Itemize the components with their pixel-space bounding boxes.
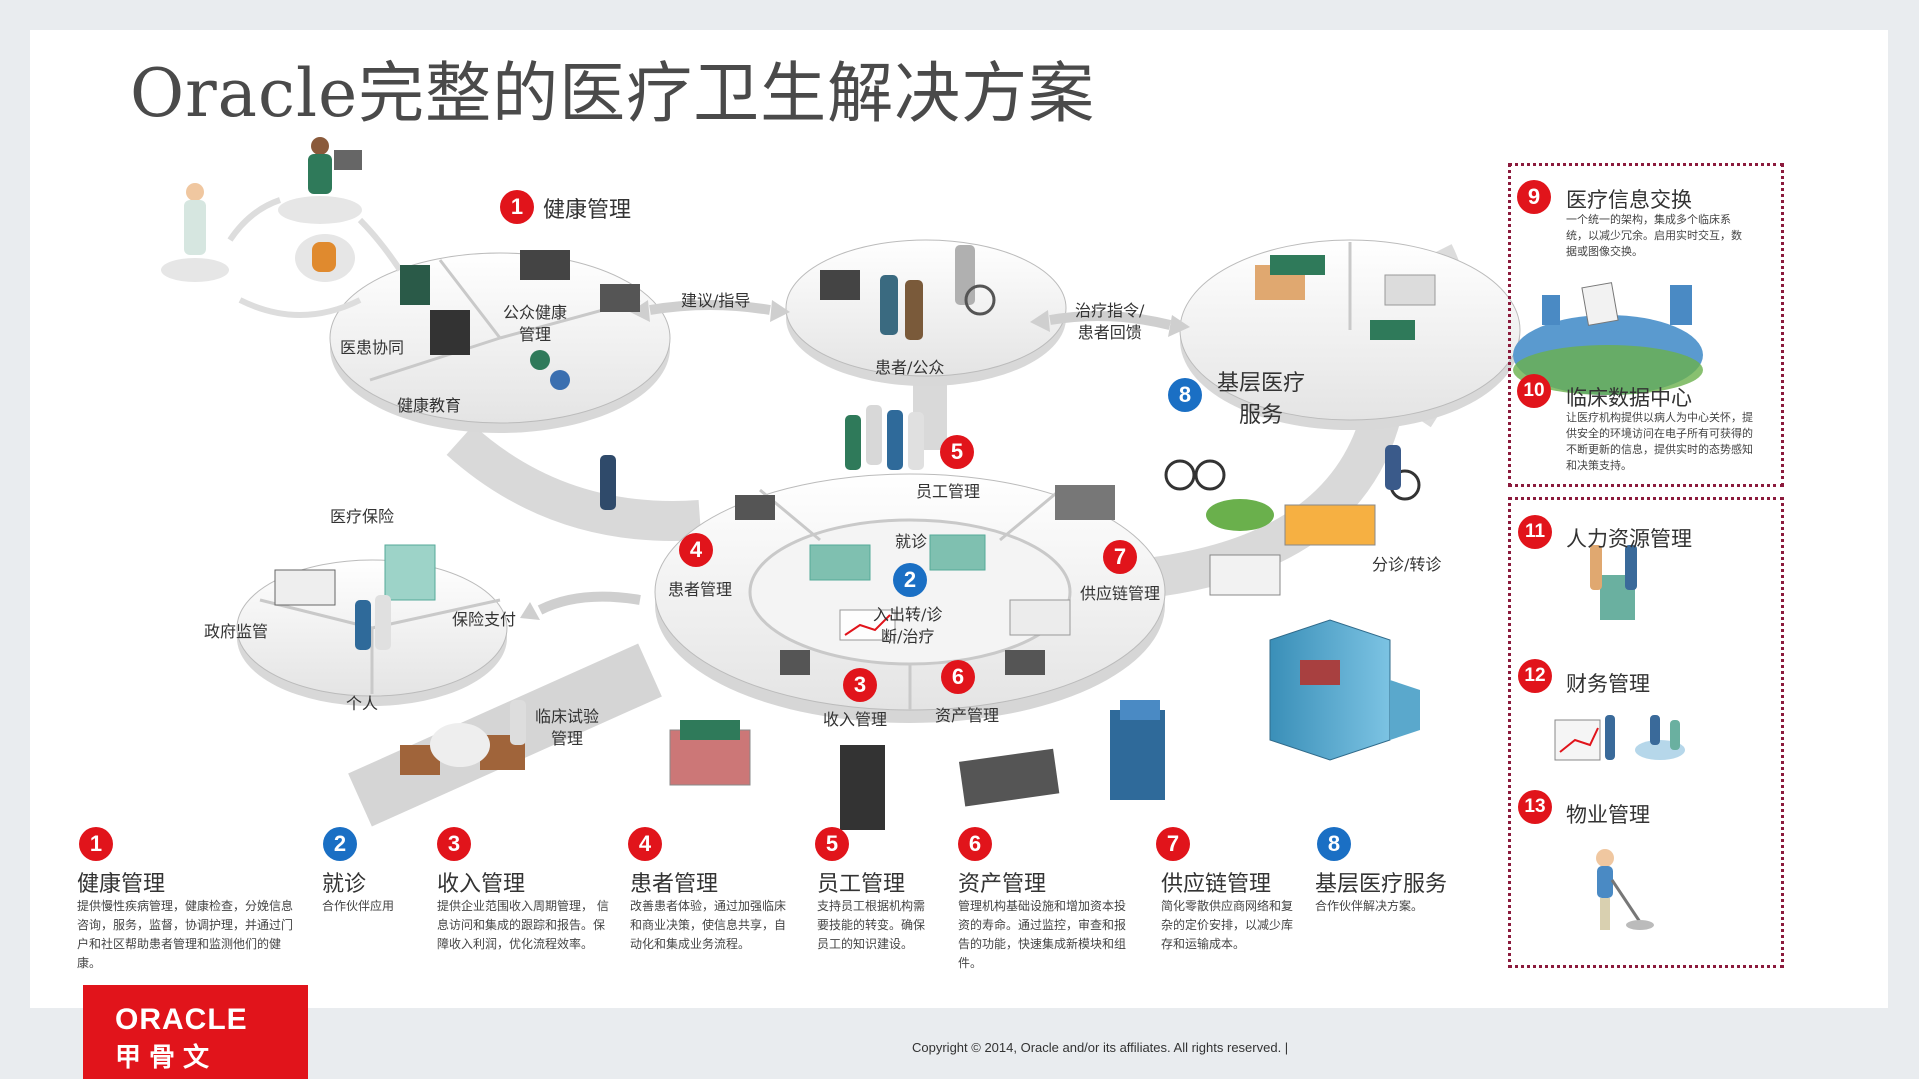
arrow-treatment — [1049, 311, 1172, 330]
bottom-title-revenue: 收入管理 — [437, 872, 526, 897]
hub-primary-title: 基层医疗 服务 — [1217, 371, 1306, 428]
primary-equipment — [1164, 255, 1436, 596]
sector-public-health: 公众健康 管理 — [503, 303, 568, 344]
side-finance-title: 财务管理 — [1566, 672, 1650, 696]
bottom-desc-primary: 合作伙伴解决方案。 — [1315, 899, 1424, 913]
bottom-badge-4: 4 — [628, 827, 662, 861]
hospital-building — [1269, 619, 1420, 761]
oracle-logo: ORACLE 甲骨文 — [83, 985, 308, 1079]
side-facility-title: 物业管理 — [1566, 803, 1650, 827]
side-hr-title: 人力资源管理 — [1566, 527, 1692, 551]
center-equipment — [735, 485, 1115, 675]
center-visit-label: 就诊 — [895, 532, 928, 551]
side-info-exchange-desc: 一个统一的架构，集成多个临床系统，以减少冗余。启用实时交互，数据或图像交换。 — [1566, 213, 1742, 258]
badge-1-health: 1 — [500, 190, 534, 224]
bottom-title-patient: 患者管理 — [630, 872, 719, 897]
center-admission-label: 入出转/诊 断/治疗 — [873, 605, 943, 646]
side-panel-top — [1508, 163, 1784, 487]
side-clinical-data-title: 临床数据中心 — [1566, 386, 1692, 410]
bottom-desc-supply: 简化零散供应商网络和复杂的定价安排，以减少库存和运输成本。 — [1161, 899, 1294, 951]
bottom-badge-1: 1 — [79, 827, 113, 861]
bottom-badge-2: 2 — [323, 827, 357, 861]
bottom-desc-health: 提供慢性疾病管理，健康检查，分娩信息咨询，服务，监督，协调护理，并通过门户和社区… — [77, 899, 294, 970]
insurance-equipment — [274, 544, 436, 650]
side-info-exchange-title: 医疗信息交换 — [1566, 188, 1692, 212]
arrow-advice-label: 建议/指导 — [681, 291, 751, 310]
bottom-title-asset: 资产管理 — [958, 872, 1047, 897]
center-staff-label: 员工管理 — [916, 482, 981, 501]
arrow-insurance — [537, 591, 641, 615]
arrow-referral-label: 分诊/转诊 — [1372, 555, 1442, 574]
badge-7-supply: 7 — [1103, 540, 1137, 574]
sector-government: 政府监管 — [204, 622, 269, 641]
badge-10: 10 — [1517, 374, 1551, 408]
people-top-left — [161, 137, 403, 318]
servers-row — [669, 700, 1165, 830]
badge-5-staff: 5 — [940, 435, 974, 469]
bottom-desc-staff: 支持员工根据机构需要技能的转变。确保员工的知识建设。 — [817, 899, 926, 951]
people-patients — [600, 245, 996, 510]
page-title: Oracle完整的医疗卫生解决方案 — [130, 55, 1096, 132]
bottom-title-staff: 员工管理 — [817, 872, 906, 897]
bottom-desc-patient: 改善患者体验，通过加强临床和商业决策，使信息共享，自动化和集成业务流程。 — [630, 899, 787, 951]
info-exchange-illustration — [1513, 282, 1703, 395]
side-panel-bottom — [1508, 497, 1784, 968]
clinical-trial-label: 临床试验 管理 — [535, 707, 600, 748]
oracle-logo-en: ORACLE — [115, 1003, 248, 1036]
center-asset-label: 资产管理 — [935, 706, 1000, 725]
finance-illustration — [1554, 715, 1685, 761]
equipment-health — [400, 250, 640, 390]
center-supply-label: 供应链管理 — [1080, 584, 1161, 603]
bottom-desc-asset: 管理机构基础设施和增加资本投资的寿命。通过监控，审查和报告的功能，快速集成新模块… — [958, 899, 1127, 970]
bottom-badge-6: 6 — [958, 827, 992, 861]
copyright-footer: Copyright © 2014, Oracle and/or its affi… — [912, 1040, 1289, 1055]
arrow-treatment-label: 治疗指令/ 患者回馈 — [1075, 301, 1145, 342]
badge-3-revenue: 3 — [843, 668, 877, 702]
sector-collaboration: 医患协同 — [340, 338, 405, 357]
badge-8-primary: 8 — [1168, 378, 1202, 412]
bottom-title-health: 健康管理 — [77, 872, 166, 897]
sector-insurance-payment: 保险支付 — [452, 610, 517, 629]
bottom-badge-7: 7 — [1156, 827, 1190, 861]
hr-illustration — [1590, 545, 1637, 620]
sector-health-education: 健康教育 — [397, 396, 462, 415]
trial-equipment — [400, 700, 526, 775]
bottom-title-supply: 供应链管理 — [1161, 872, 1272, 897]
center-revenue-label: 收入管理 — [823, 710, 888, 729]
arrow-advice — [649, 300, 771, 315]
sector-medical-insurance: 医疗保险 — [330, 507, 395, 526]
bottom-desc-visit: 合作伙伴应用 — [322, 899, 395, 913]
badge-4-patient: 4 — [679, 533, 713, 567]
band-health-center — [446, 425, 702, 541]
badge-2-visit: 2 — [893, 563, 927, 597]
facility-illustration — [1596, 849, 1654, 930]
badge-11: 11 — [1518, 515, 1552, 549]
sector-patients: 患者/公众 — [875, 358, 945, 377]
center-patient-label: 患者管理 — [668, 580, 733, 599]
badge-13: 13 — [1518, 790, 1552, 824]
badge-9: 9 — [1517, 180, 1551, 214]
side-clinical-data-desc: 让医疗机构提供以病人为中心关怀，提供安全的环境访问在电子所有可获得的不断更新的信… — [1566, 411, 1753, 472]
bottom-badge-3: 3 — [437, 827, 471, 861]
bottom-badge-8: 8 — [1317, 827, 1351, 861]
bottom-title-visit: 就诊 — [322, 872, 367, 897]
badge-6-asset: 6 — [941, 660, 975, 694]
bottom-desc-revenue: 提供企业范围收入周期管理， 信息访问和集成的跟踪和报告。保障收入利润，优化流程效… — [437, 899, 609, 951]
bottom-badge-5: 5 — [815, 827, 849, 861]
badge-12: 12 — [1518, 659, 1552, 693]
hub-health-title: 健康管理 — [543, 198, 632, 223]
bottom-title-primary: 基层医疗服务 — [1315, 872, 1448, 897]
oracle-logo-cn: 甲骨文 — [115, 1043, 218, 1073]
sector-individual: 个人 — [346, 694, 379, 713]
